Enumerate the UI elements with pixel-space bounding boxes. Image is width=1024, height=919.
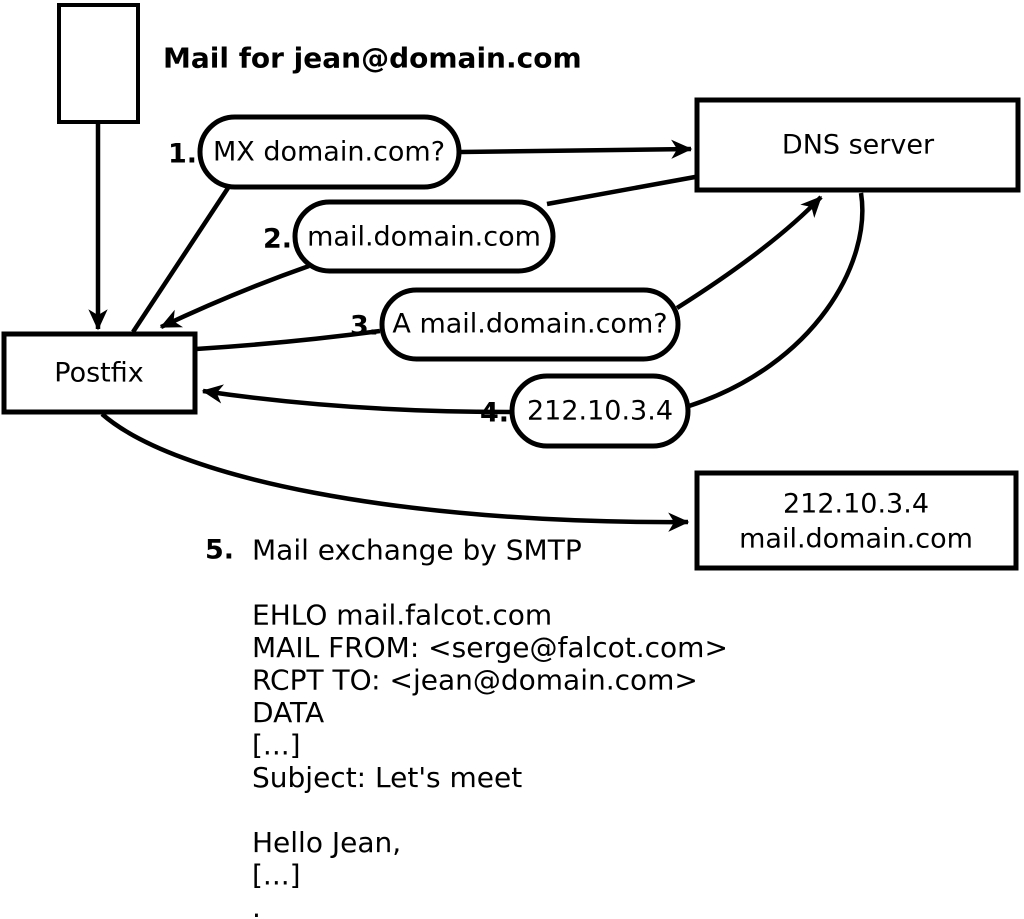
smtp-line: [...] (252, 729, 301, 762)
mail-host-ip-label: 212.10.3.4 (783, 489, 929, 520)
step4-response-label: 212.10.3.4 (527, 396, 673, 427)
line-postfix-to-step1 (131, 186, 230, 334)
smtp-line: [...] (252, 859, 301, 892)
step3-query-label: A mail.domain.com? (392, 309, 667, 340)
arrow-step2-to-postfix (159, 263, 310, 330)
step1-number: 1. (168, 139, 197, 170)
arrow-step3-to-dns (675, 195, 823, 310)
postfix-label: Postfix (54, 358, 143, 389)
step1-query-pill (197, 114, 462, 190)
step2-number: 2. (263, 224, 292, 255)
mail-host-name-label: mail.domain.com (739, 524, 973, 555)
step4-number: 4. (480, 398, 509, 429)
step2-response-pill (292, 199, 556, 274)
mail-message-node (57, 3, 140, 124)
step1-query-label: MX domain.com? (213, 137, 445, 168)
step5-number: 5. (205, 535, 234, 566)
step2-response-label: mail.domain.com (307, 222, 541, 253)
step3-query-pill (379, 287, 681, 362)
smtp-line: Subject: Let's meet (252, 761, 522, 794)
postfix-node (1, 331, 198, 415)
step4-response-pill (509, 373, 691, 449)
line-dns-to-step4 (688, 192, 865, 409)
step3-number: 3. (350, 311, 379, 342)
smtp-line: EHLO mail.falcot.com (252, 599, 552, 632)
smtp-session-block: EHLO mail.falcot.com MAIL FROM: <serge@f… (252, 599, 728, 919)
smtp-line: RCPT TO: <jean@domain.com> (252, 664, 698, 697)
arrow-step4-to-postfix (201, 384, 511, 415)
dns-server-node (694, 97, 1021, 193)
line-postfix-to-step3 (195, 328, 381, 352)
step5-label: Mail exchange by SMTP (252, 534, 582, 567)
mail-subject-label: Mail for jean@domain.com (163, 42, 582, 75)
mail-host-node (694, 470, 1019, 571)
arrow-smtp-exchange (100, 412, 690, 532)
line-dns-to-step2 (546, 174, 696, 207)
smtp-line: DATA (252, 696, 324, 729)
smtp-line: MAIL FROM: <serge@falcot.com> (252, 631, 728, 664)
dns-server-label: DNS server (782, 130, 935, 161)
arrow-step1-to-dns (460, 139, 693, 159)
smtp-line: . (252, 891, 261, 919)
smtp-line: Hello Jean, (252, 826, 401, 859)
